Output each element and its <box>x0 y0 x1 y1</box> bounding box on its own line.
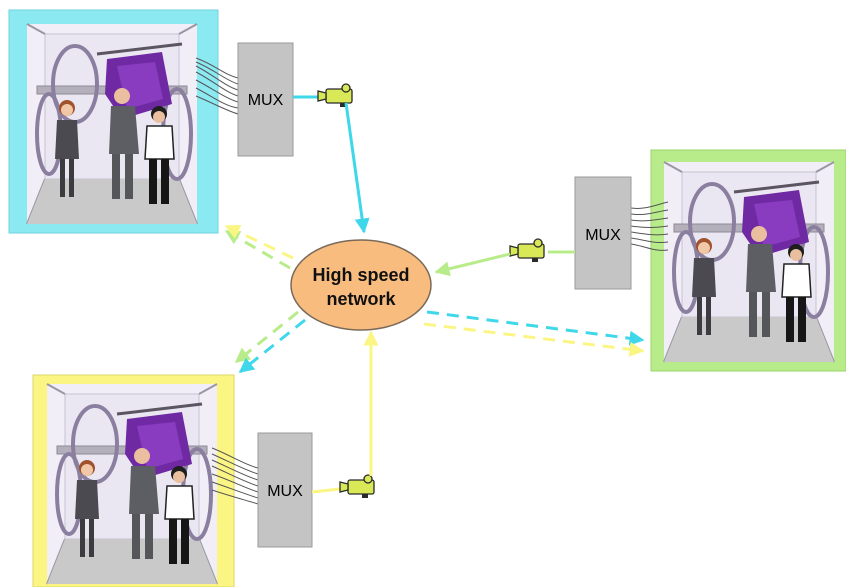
arrow-green-to-network <box>434 252 511 277</box>
network-label-line1: High speed <box>312 265 409 285</box>
room-green <box>650 149 846 372</box>
link-mux-camera-yellow <box>311 487 341 494</box>
mux-label-cyan: MUX <box>248 92 284 109</box>
dashed-arrow-yellow-to-green-room <box>423 322 645 357</box>
high-speed-network-node: High speed network <box>290 239 432 331</box>
dashed-arrow-green-to-yellow-room <box>234 310 299 364</box>
room-scene-cyan-image <box>25 22 199 226</box>
mux-box-green: MUX <box>574 176 632 290</box>
wires-cyan <box>195 57 239 115</box>
mux-label-yellow: MUX <box>267 483 303 500</box>
arrow-cyan-to-network <box>344 102 370 234</box>
network-label-line2: network <box>326 289 396 309</box>
mux-box-cyan: MUX <box>237 42 294 157</box>
dashed-arrow-green-to-cyan-room <box>224 229 291 270</box>
wires-yellow <box>211 447 259 505</box>
mux-label-green: MUX <box>585 227 621 244</box>
video-camera-icon <box>339 474 375 499</box>
room-scene-green-image <box>662 160 836 364</box>
dashed-arrow-cyan-to-green-room <box>426 310 645 346</box>
dashed-arrow-yellow-to-cyan-room <box>224 224 294 260</box>
dashed-arrow-cyan-to-yellow-room <box>238 318 306 374</box>
room-cyan <box>8 9 219 234</box>
mux-box-yellow: MUX <box>257 432 313 548</box>
room-yellow <box>32 374 235 587</box>
wires-green <box>630 201 669 251</box>
room-scene-yellow-image <box>45 382 219 586</box>
video-camera-icon <box>509 238 545 263</box>
